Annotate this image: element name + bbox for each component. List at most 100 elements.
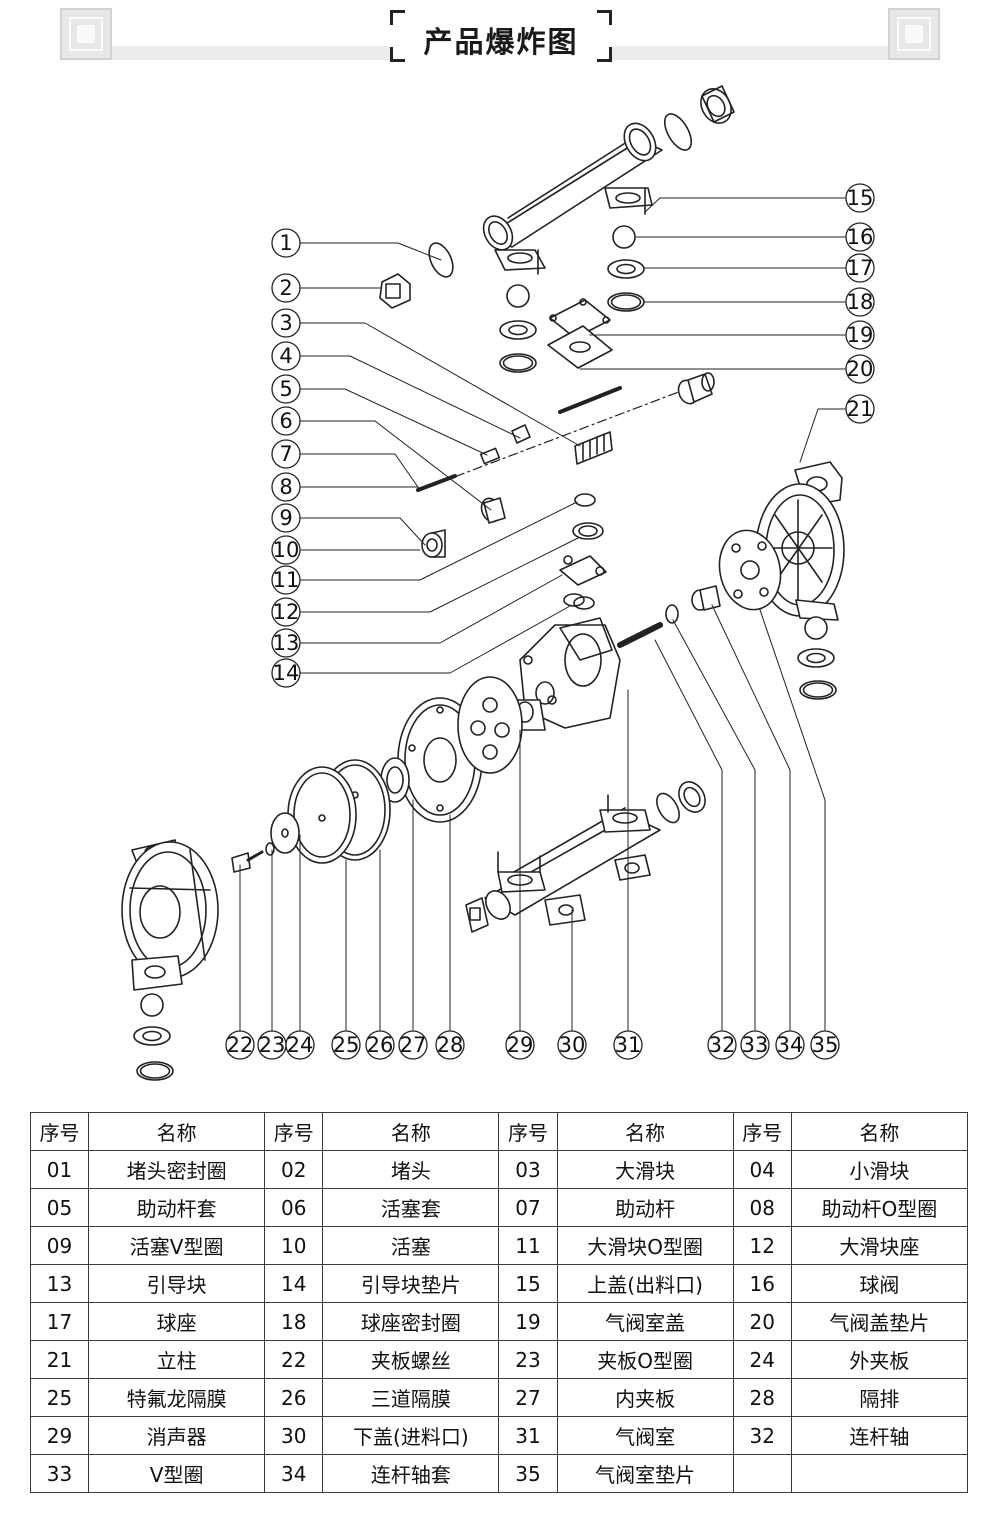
callout-32: 32 [707,1030,737,1060]
callout-label: 5 [279,377,292,401]
column-header-no: 序号 [29,1112,90,1151]
callout-9: 9 [271,503,301,533]
callout-label: 10 [273,538,300,562]
part-number-cell: 25 [29,1378,90,1417]
air-valve-cover-drawing [547,298,613,369]
callout-16: 16 [845,222,875,252]
part-name-cell: 夹板O型圈 [556,1340,734,1379]
part-name-cell: 气阀室垫片 [556,1454,734,1493]
column-header-name: 名称 [322,1112,500,1151]
column-header-name: 名称 [88,1112,266,1151]
callout-label: 22 [227,1033,254,1057]
callout-3: 3 [271,308,301,338]
part-number-cell: 30 [264,1416,324,1455]
part-number-cell: 05 [29,1188,90,1227]
callout-15: 15 [845,183,875,213]
part-number-cell: 03 [498,1150,558,1189]
part-name-cell: 球阀 [790,1264,969,1303]
callout-label: 6 [279,409,292,433]
part-number-cell: 35 [498,1454,558,1493]
callout-13: 13 [271,628,301,658]
callout-label: 29 [507,1033,534,1057]
part-number-cell: 16 [732,1264,792,1303]
callout-label: 1 [279,231,292,255]
callout-4: 4 [271,341,301,371]
callout-7: 7 [271,439,301,469]
callout-14: 14 [271,658,301,688]
callout-label: 23 [259,1033,286,1057]
callout-30: 30 [557,1030,587,1060]
callout-label: 32 [709,1033,736,1057]
callout-label: 24 [287,1033,314,1057]
leader-lines [239,197,846,1031]
callout-label: 13 [273,631,300,655]
callout-label: 16 [847,225,874,249]
part-name-cell: 助动杆套 [88,1188,266,1227]
part-number-cell: 32 [732,1416,792,1455]
part-name-cell: 夹板螺丝 [322,1340,500,1379]
title-frame: 产品爆炸图 [390,10,612,62]
exploded-diagram: 1234567891011121314151617181920212223242… [121,85,875,1081]
part-number-cell: 13 [29,1264,90,1303]
part-number-cell: 10 [264,1226,324,1265]
ornament-right-icon [888,8,940,60]
column-header-name: 名称 [556,1112,734,1151]
rod-bushing-drawing [665,585,721,624]
part-number-cell: 21 [29,1340,90,1379]
callout-label: 14 [273,661,300,685]
part-name-cell: 下盖(进料口) [322,1416,500,1455]
part-name-cell: 三道隔膜 [322,1378,500,1417]
spool-axis-drawing [416,372,715,558]
callout-label: 31 [615,1033,642,1057]
column-header-no: 序号 [498,1112,558,1151]
part-name-cell: 活塞V型圈 [88,1226,266,1265]
column-header-no: 序号 [732,1112,792,1151]
callout-22: 22 [225,1030,255,1060]
callout-label: 3 [279,311,292,335]
part-name-cell [790,1454,969,1493]
part-name-cell: 小滑块 [790,1150,969,1189]
callout-label: 4 [279,344,292,368]
right-ball-seat-stack-drawing [607,225,645,312]
callout-label: 27 [400,1033,427,1057]
piston-drawing [421,529,446,558]
part-name-cell: 隔排 [790,1378,969,1417]
part-name-cell: 球座密封圈 [322,1302,500,1341]
bottom-manifold-drawing [465,781,706,933]
column-header-name: 名称 [790,1112,969,1151]
pilot-rod-drawing [416,386,622,492]
part-number-cell: 09 [29,1226,90,1265]
part-name-cell: 立柱 [88,1340,266,1379]
callout-34: 34 [775,1030,805,1060]
part-number-cell: 17 [29,1302,90,1341]
callout-label: 30 [559,1033,586,1057]
part-name-cell: 消声器 [88,1416,266,1455]
callout-label: 28 [437,1033,464,1057]
callout-23: 23 [257,1030,287,1060]
part-number-cell: 19 [498,1302,558,1341]
part-number-cell: 27 [498,1378,558,1417]
callout-17: 17 [845,253,875,283]
part-name-cell: 上盖(出料口) [556,1264,734,1303]
callout-label: 9 [279,506,292,530]
part-name-cell: 球座 [88,1302,266,1341]
part-name-cell: 堵头 [322,1150,500,1189]
callout-25: 25 [331,1030,361,1060]
callout-label: 19 [847,323,874,347]
part-number-cell: 22 [264,1340,324,1379]
callout-2: 2 [271,273,301,303]
part-name-cell: 大滑块座 [790,1226,969,1265]
callout-label: 8 [279,475,292,499]
part-number-cell: 34 [264,1454,324,1493]
part-number-cell: 08 [732,1188,792,1227]
big-slider-drawing [574,431,613,465]
part-number-cell: 06 [264,1188,324,1227]
